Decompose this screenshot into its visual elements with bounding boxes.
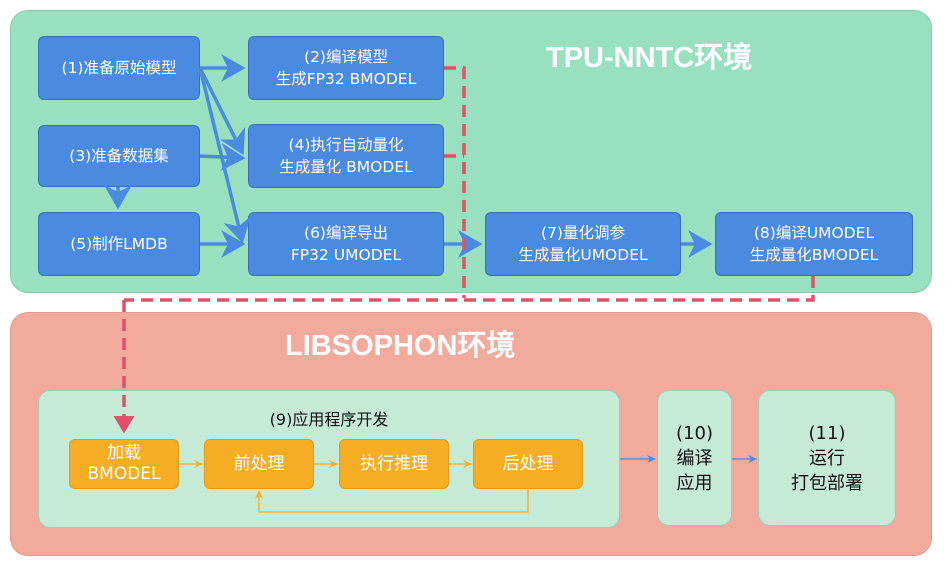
node-compile-umodel-line1: (8)编译UMODEL <box>753 224 875 242</box>
node-prepare-model-line1: (1)准备原始模型 <box>61 59 177 77</box>
node-compile-app-line1: (10) <box>676 422 713 444</box>
step-inference: 执行推理 <box>339 439 449 489</box>
node-run-deploy: (11) 运行 打包部署 <box>758 390 896 526</box>
node-tune-quantization: (7)量化调参 生成量化UMODEL <box>485 212 681 276</box>
step-inference-label: 执行推理 <box>360 454 428 474</box>
node-auto-quantize-line2: 生成量化 BMODEL <box>279 158 413 176</box>
node-make-lmdb: (5)制作LMDB <box>38 212 200 276</box>
node-compile-umodel-line2: 生成量化BMODEL <box>749 246 879 264</box>
node-prepare-dataset: (3)准备数据集 <box>38 125 200 187</box>
step-load-bmodel: 加载 BMODEL <box>69 439 179 489</box>
libsophon-title: LIBSOPHON环境 <box>285 330 516 362</box>
node-run-deploy-line2: 运行 <box>809 447 845 469</box>
node-auto-quantize: (4)执行自动量化 生成量化 BMODEL <box>248 124 444 188</box>
arrow-3-to-4 <box>199 143 246 171</box>
step-postprocess: 后处理 <box>473 439 583 489</box>
dash-from-compile-model <box>444 66 466 298</box>
node-compile-app-line2: 编译 <box>676 447 713 469</box>
node-compile-model-line1: (2)编译模型 <box>304 48 388 66</box>
node-prepare-model: (1)准备原始模型 <box>38 36 200 100</box>
node-export-umodel: (6)编译导出 FP32 UMODEL <box>248 212 444 276</box>
node-prepare-dataset-line1: (3)准备数据集 <box>69 147 169 165</box>
loop-post-to-pre <box>255 489 529 513</box>
node-compile-model: (2)编译模型 生成FP32 BMODEL <box>248 36 444 100</box>
node-export-umodel-line2: FP32 UMODEL <box>290 246 402 264</box>
node-run-deploy-line1: (11) <box>808 422 846 444</box>
node-export-umodel-line1: (6)编译导出 <box>304 224 388 242</box>
node-compile-app: (10) 编译 应用 <box>657 390 732 526</box>
node-tune-quantization-line2: 生成量化UMODEL <box>518 246 648 264</box>
arrow-1-to-4 <box>198 67 246 156</box>
node-compile-umodel: (8)编译UMODEL 生成量化BMODEL <box>715 212 913 276</box>
node-compile-model-line2: 生成FP32 BMODEL <box>275 70 417 88</box>
node-make-lmdb-line1: (5)制作LMDB <box>70 235 168 253</box>
node-run-deploy-line3: 打包部署 <box>791 472 863 494</box>
node-compile-app-line3: 应用 <box>676 472 713 494</box>
step-preprocess: 前处理 <box>204 439 314 489</box>
step-preprocess-label: 前处理 <box>233 454 285 474</box>
step-postprocess-label: 后处理 <box>502 454 554 474</box>
step-load-bmodel-line2: BMODEL <box>87 464 161 484</box>
step-load-bmodel-line1: 加载 <box>107 443 141 463</box>
arrow-1-to-6 <box>198 67 251 244</box>
node-auto-quantize-line1: (4)执行自动量化 <box>288 136 404 154</box>
node-tune-quantization-line1: (7)量化调参 <box>541 224 625 242</box>
tpu-nntc-title: TPU-NNTC环境 <box>546 42 753 74</box>
dash-from-compile-umodel <box>124 276 815 302</box>
app-development-title: (9)应用程序开发 <box>269 410 389 429</box>
